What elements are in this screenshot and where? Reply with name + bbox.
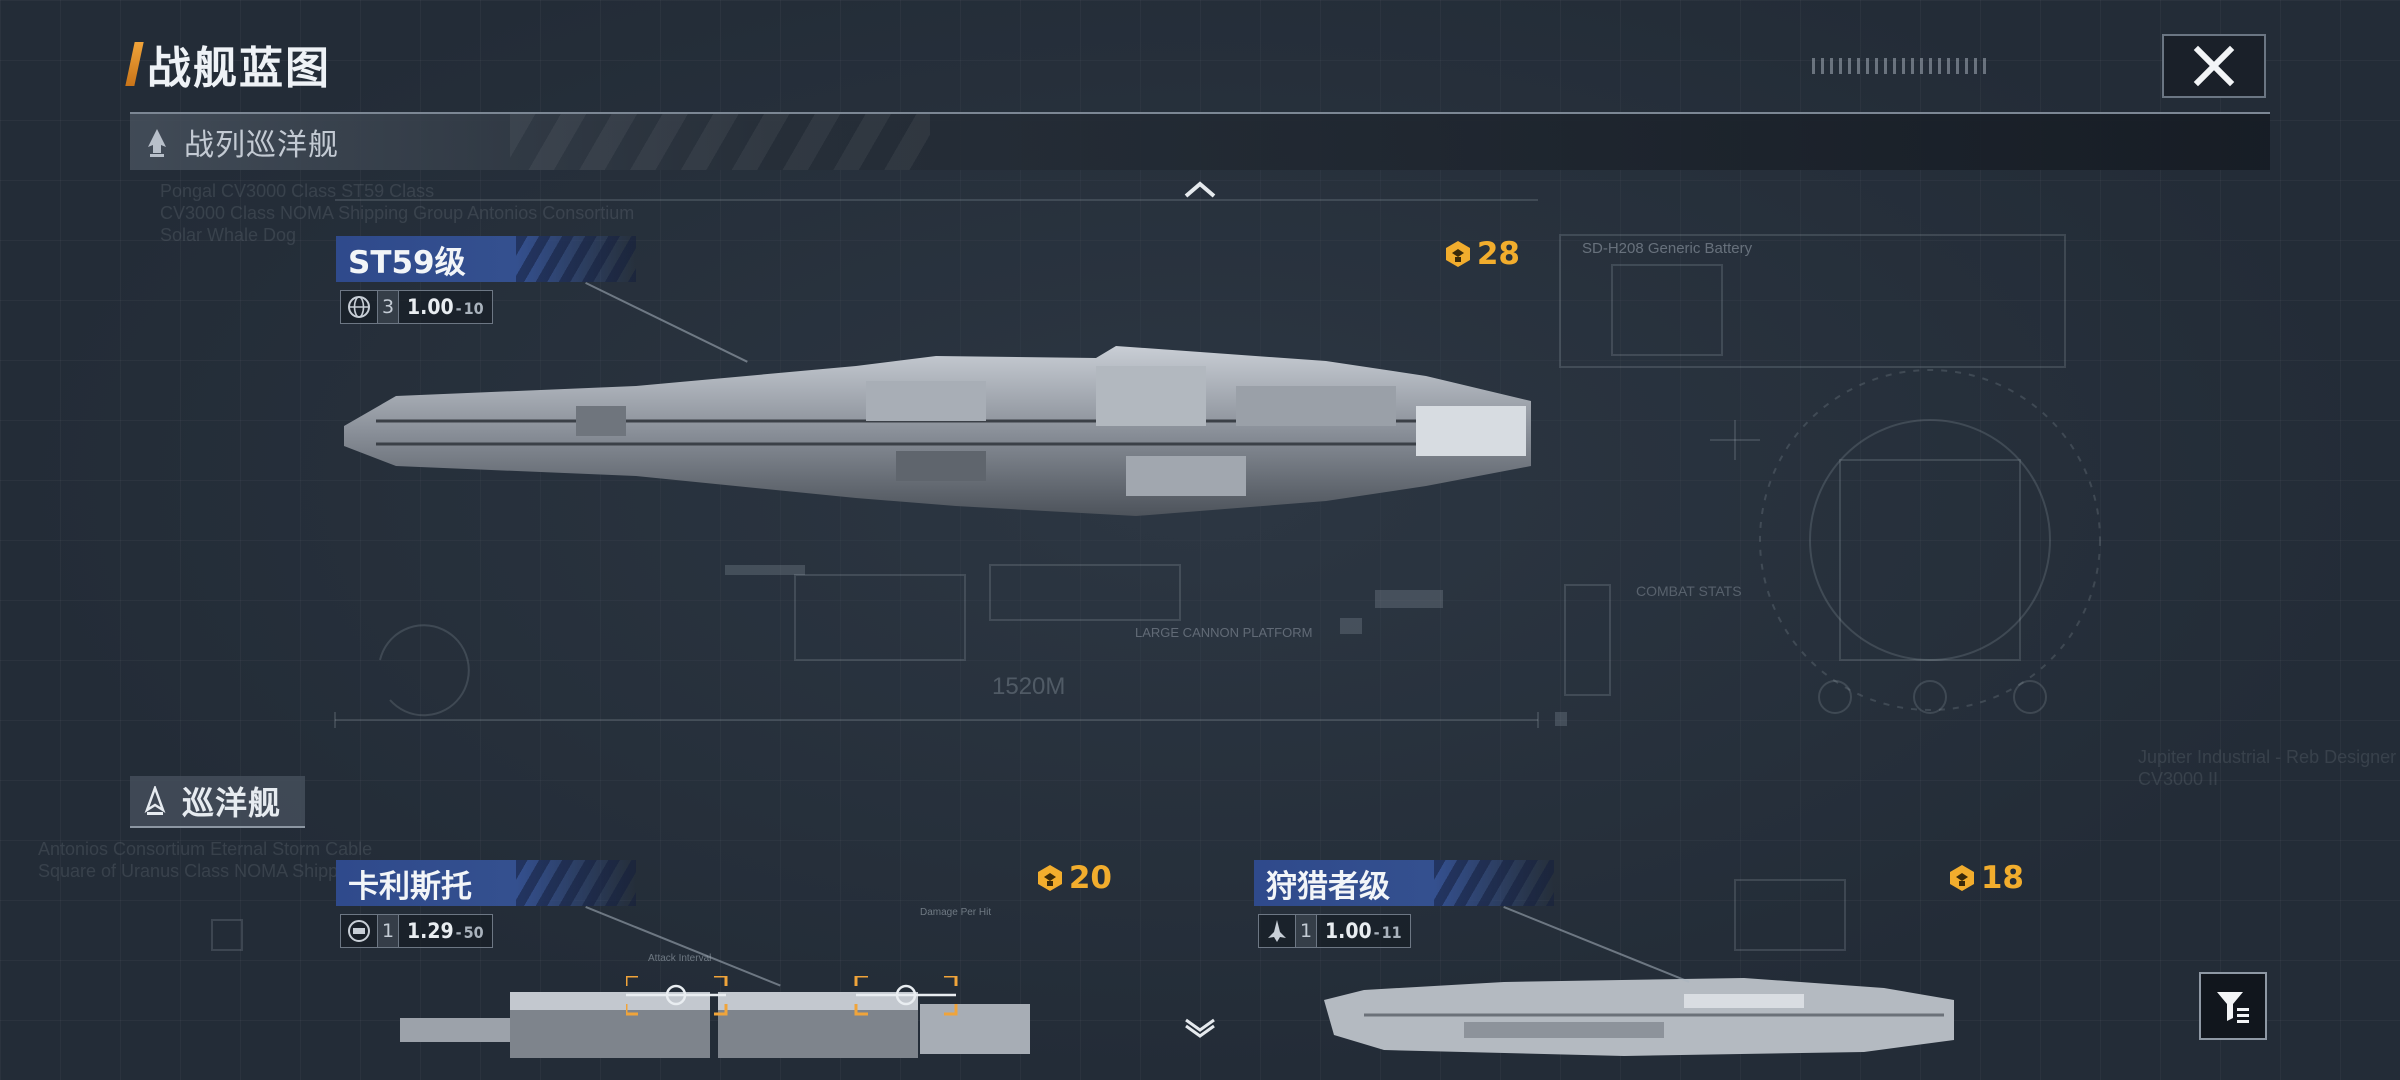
ship-cost-value: 28 bbox=[1476, 236, 1520, 272]
ship-model-hunter bbox=[1324, 978, 1954, 1056]
ship-name-banner: 卡利斯托 bbox=[336, 860, 636, 906]
ship-ratio: 1.00 bbox=[1325, 919, 1372, 943]
ship-ratio-sub: 11 bbox=[1381, 923, 1402, 942]
ship-cost-value: 20 bbox=[1068, 860, 1112, 896]
chevron-down-icon[interactable] bbox=[1182, 1016, 1218, 1038]
ship-count: 1 bbox=[378, 915, 399, 947]
ship-ratio: 1.29 bbox=[407, 919, 454, 943]
ship-cost-value: 18 bbox=[1980, 860, 2024, 896]
globe-icon bbox=[348, 296, 370, 318]
cost-chip-icon bbox=[1445, 241, 1470, 267]
ship-name-banner: 狩猎者级 bbox=[1254, 860, 1554, 906]
section-header-battlecruiser: 战列巡洋舰 bbox=[130, 114, 2270, 170]
ship-count: 3 bbox=[378, 291, 399, 323]
filter-icon bbox=[2217, 992, 2249, 1023]
close-button[interactable] bbox=[2162, 34, 2266, 98]
ship-ratio-sub: 50 bbox=[463, 923, 484, 942]
page-header: 战舰蓝图 bbox=[125, 38, 331, 94]
ship-stat-box: 3 1.00-10 bbox=[340, 290, 493, 324]
ship-name-banner: ST59级 bbox=[336, 236, 636, 282]
ship-count: 1 bbox=[1296, 915, 1317, 947]
ship-card-hunter[interactable]: 狩猎者级 1 1.00-11 18 bbox=[1254, 860, 2024, 1060]
bg-text-block3: Jupiter Industrial - Reb Designer CV3000… bbox=[2138, 747, 2397, 789]
bg-text-block2: Antonios Consortium Eternal Storm Cable … bbox=[38, 839, 373, 881]
ship-name: 狩猎者级 bbox=[1266, 868, 1390, 905]
bg-text-attack: Attack Interval bbox=[648, 953, 712, 964]
ship-card-callisto[interactable]: 卡利斯托 1 1.29-50 20 Attack Interval Damage… bbox=[336, 860, 1112, 1060]
ship-cost: 20 bbox=[1035, 860, 1112, 896]
bg-text-cannon: LARGE CANNON PLATFORM bbox=[1135, 625, 1313, 640]
filter-button[interactable] bbox=[2199, 972, 2267, 1040]
header-divider bbox=[130, 112, 2270, 114]
close-icon bbox=[2193, 45, 2235, 87]
bg-text-battery: SD-H208 Generic Battery bbox=[1582, 240, 1753, 257]
ship-stat-box: 1 1.29-50 bbox=[340, 914, 493, 948]
cost-chip-icon bbox=[1949, 865, 1974, 891]
section-label-cruiser: 巡洋舰 bbox=[182, 784, 282, 822]
ship-model-callisto bbox=[400, 992, 1030, 1058]
bg-text-scale: 1520M bbox=[992, 673, 1066, 700]
ship-cost: 28 bbox=[1443, 236, 1520, 272]
section-header-cruiser: 巡洋舰 bbox=[130, 776, 306, 828]
fighter-icon bbox=[1268, 920, 1286, 942]
ship-ratio: 1.00 bbox=[407, 295, 454, 319]
battlecruiser-icon bbox=[148, 129, 166, 157]
bg-text-block1: Pongal CV3000 Class ST59 Class CV3000 Cl… bbox=[160, 181, 635, 245]
cruiser-icon bbox=[144, 786, 166, 815]
cost-chip-icon bbox=[1037, 865, 1062, 891]
drone-icon bbox=[348, 920, 370, 942]
page-title: 战舰蓝图 bbox=[147, 43, 331, 94]
bg-text-combat: COMBAT STATS bbox=[1636, 583, 1742, 599]
bg-text-damage: Damage Per Hit bbox=[920, 907, 992, 918]
target-marker bbox=[626, 976, 958, 1016]
ship-name: 卡利斯托 bbox=[348, 868, 472, 905]
ship-name: ST59级 bbox=[348, 244, 466, 281]
ship-card-st59[interactable]: ST59级 3 1.00-10 28 bbox=[336, 236, 1531, 576]
section-label-battlecruiser: 战列巡洋舰 bbox=[184, 128, 339, 163]
header-tick-decoration bbox=[1812, 58, 1992, 74]
ship-ratio-sub: 10 bbox=[463, 299, 484, 318]
ship-model-st59 bbox=[344, 346, 1531, 516]
ship-stat-box: 1 1.00-11 bbox=[1258, 914, 1411, 948]
ship-cost: 18 bbox=[1947, 860, 2024, 896]
chevron-up-icon[interactable] bbox=[1182, 178, 1218, 200]
